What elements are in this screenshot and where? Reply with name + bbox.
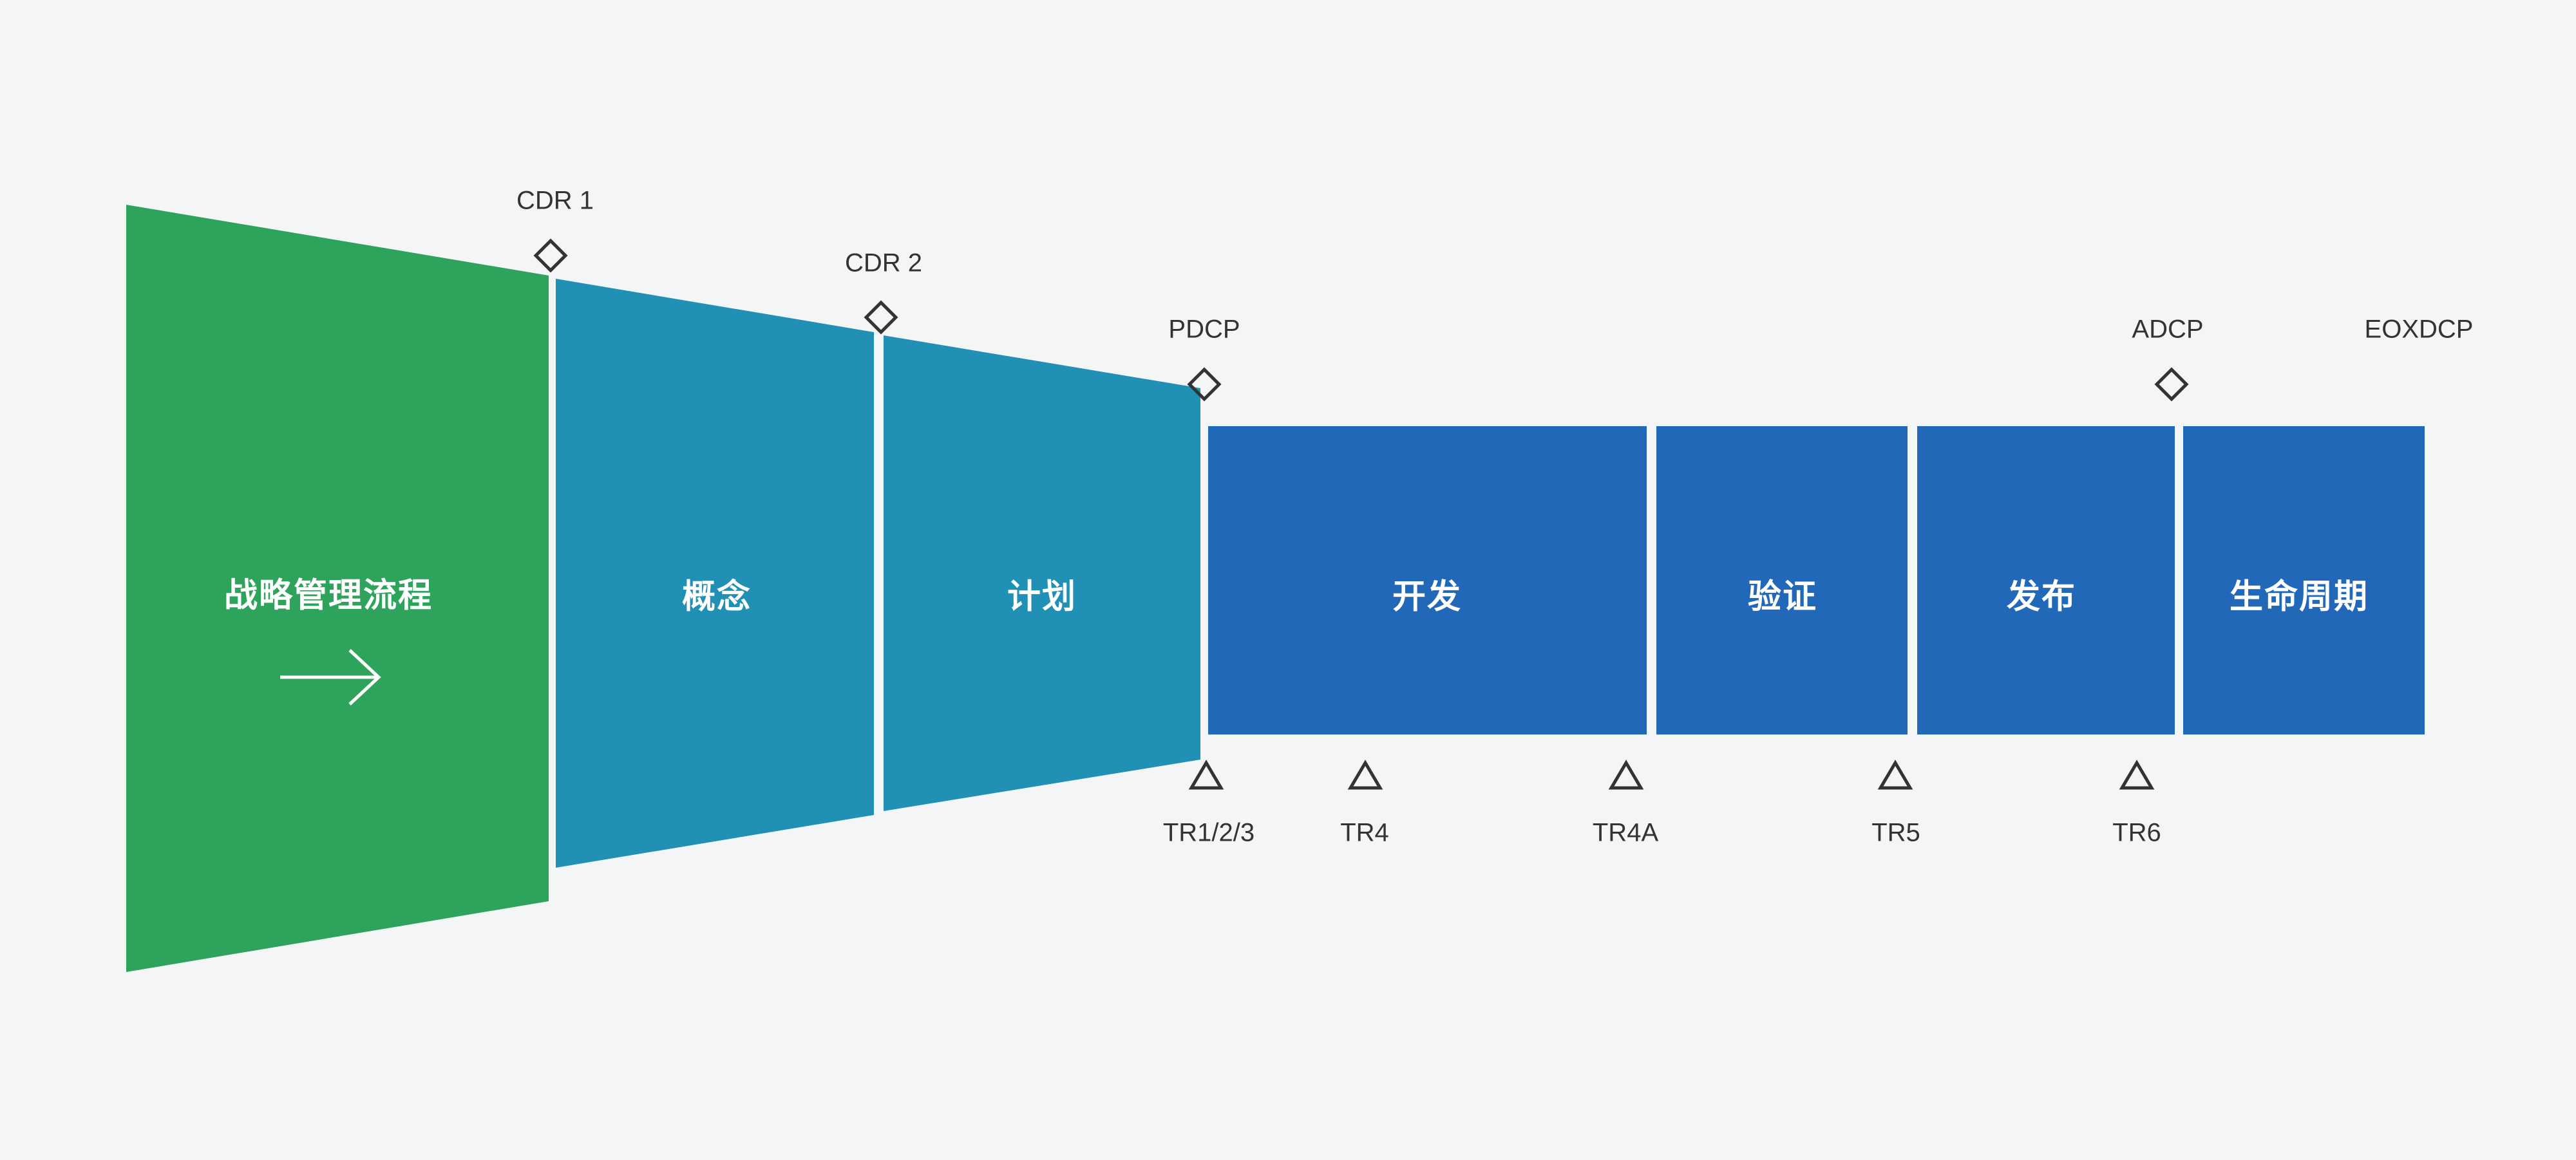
stage-label-concept: 概念	[681, 578, 752, 616]
dcp-label-cdr2: CDR 2	[844, 248, 923, 277]
triangle-icon-tr5[interactable]	[1877, 760, 1913, 790]
stage-label-plan: 计划	[1007, 578, 1077, 616]
stage-label-lifecycle: 生命周期	[2229, 578, 2369, 616]
triangle-icon-tr123[interactable]	[1188, 760, 1224, 790]
stage-label-development: 开发	[1392, 578, 1463, 616]
tr-label-tr4: TR4	[1340, 818, 1389, 847]
stage-shape-plan[interactable]	[884, 335, 1200, 811]
diamond-icon-pdcp[interactable]	[1187, 367, 1222, 402]
tr-markers-group	[1188, 760, 2155, 790]
stage-shape-release[interactable]	[1917, 426, 2175, 734]
tr-label-tr6: TR6	[2112, 818, 2161, 847]
stage-shape-concept[interactable]	[556, 279, 874, 868]
dcp-label-adcp: ADCP	[2132, 315, 2204, 344]
stage-label-strategy: 战略管理流程	[223, 577, 433, 615]
stage-shape-strategy[interactable]	[126, 205, 549, 972]
stage-label-verification: 验证	[1747, 578, 1818, 616]
stage-shape-verification[interactable]	[1656, 426, 1908, 734]
tr-label-tr5: TR5	[1871, 818, 1920, 847]
diamond-icon-adcp[interactable]	[2154, 367, 2189, 402]
stage-shape-lifecycle[interactable]	[2183, 426, 2425, 734]
tr-label-tr4a: TR4A	[1592, 818, 1659, 847]
tr-label-tr123: TR1/2/3	[1162, 818, 1255, 847]
dcp-label-eoxdcp: EOXDCP	[2364, 315, 2474, 344]
diamond-icon-cdr1[interactable]	[533, 238, 568, 273]
dcp-label-pdcp: PDCP	[1168, 315, 1240, 344]
triangle-icon-tr4a[interactable]	[1608, 760, 1644, 790]
triangle-icon-tr4[interactable]	[1347, 760, 1383, 790]
dcp-label-cdr1: CDR 1	[516, 186, 594, 215]
dcp-markers-group	[533, 238, 2189, 402]
diamond-icon-cdr2[interactable]	[864, 300, 898, 335]
stage-label-release: 发布	[2006, 578, 2077, 616]
triangle-icon-tr6[interactable]	[2119, 760, 2155, 790]
flow-arrow-right-icon	[280, 649, 381, 706]
stage-shape-development[interactable]	[1208, 426, 1647, 734]
